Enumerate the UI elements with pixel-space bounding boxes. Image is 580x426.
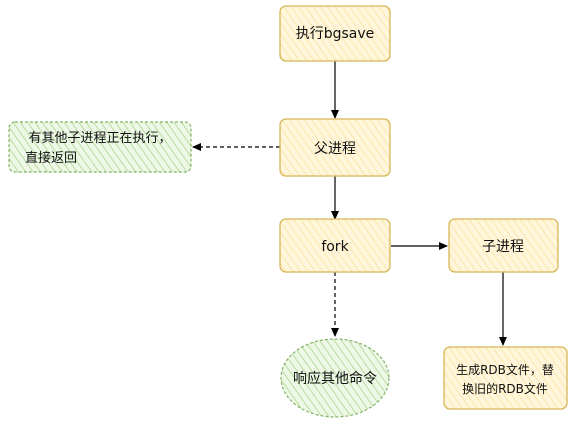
node-child-process: 子进程: [448, 218, 559, 273]
node-generate-rdb-line1: 生成RDB文件，替: [456, 362, 554, 377]
node-fork-label: fork: [321, 239, 349, 255]
node-parent-process: 父进程: [279, 118, 391, 177]
node-respond-commands-label: 响应其他命令: [293, 370, 377, 387]
edges: [192, 61, 507, 346]
node-respond-commands: 响应其他命令: [280, 338, 390, 418]
node-bgsave-label: 执行bgsave: [296, 26, 375, 42]
node-other-child-line2: 直接返回: [25, 150, 77, 166]
node-other-child-line1: 有其他子进程正在执行，: [28, 131, 171, 146]
node-fork: fork: [279, 218, 391, 273]
node-bgsave: 执行bgsave: [279, 5, 391, 62]
node-child-process-label: 子进程: [482, 239, 524, 255]
node-other-child-running: 有其他子进程正在执行， 直接返回: [8, 121, 192, 173]
node-parent-process-label: 父进程: [314, 141, 356, 157]
node-generate-rdb-line2: 换旧的RDB文件: [462, 381, 548, 396]
node-generate-rdb: 生成RDB文件，替 换旧的RDB文件: [443, 346, 568, 410]
